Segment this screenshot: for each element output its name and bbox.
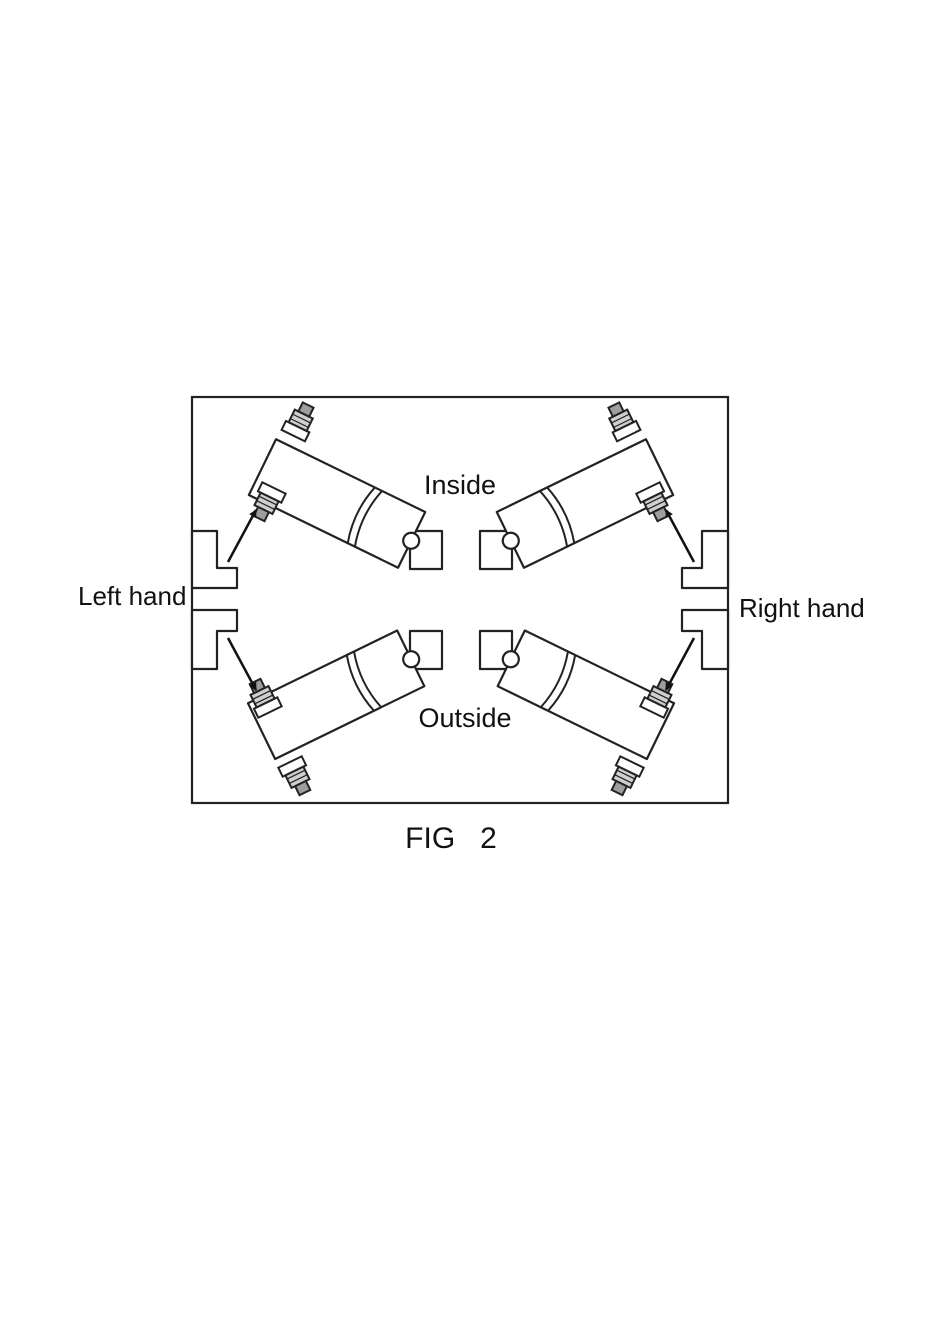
bolt-top-right-upper (602, 399, 640, 441)
arrow-left-up (228, 510, 256, 562)
left-bracket-profile (192, 531, 237, 669)
arrow-right-down (666, 638, 694, 690)
label-inside: Inside (424, 470, 496, 500)
jaw-bottom-right (490, 627, 674, 759)
arrow-right-up (666, 510, 694, 562)
arrow-left-down (228, 638, 256, 690)
label-right-hand: Right hand (739, 593, 865, 623)
jaw-bottom-left (248, 627, 432, 759)
label-outside: Outside (418, 703, 511, 733)
bolt-bottom-left-lower (278, 756, 316, 798)
label-left-hand: Left hand (78, 581, 186, 611)
figure-caption: FIG 2 (405, 822, 497, 855)
bolt-top-left-upper (282, 399, 320, 441)
bolt-bottom-right-lower (605, 756, 643, 798)
